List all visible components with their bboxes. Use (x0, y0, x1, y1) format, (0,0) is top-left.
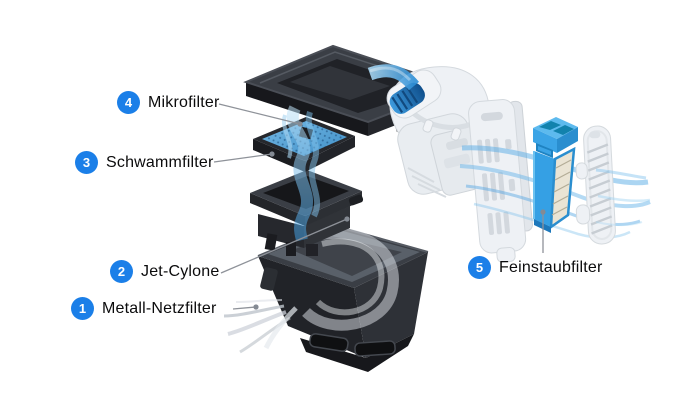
callout-metall-netzfilter: 1 Metall-Netzfilter (71, 297, 217, 320)
exhaust-airflow-front (595, 168, 651, 226)
vertical-airflow (281, 105, 321, 242)
leader-dot-5 (540, 209, 546, 215)
callout-label: Schwammfilter (106, 153, 214, 171)
step-badge-1: 1 (71, 297, 94, 320)
leader-dot-2 (344, 216, 350, 222)
leader-line-4 (218, 103, 301, 125)
filter-bracket-part (468, 99, 533, 263)
leader-line-3 (213, 153, 273, 163)
step-badge-5: 5 (468, 256, 491, 279)
callout-label: Feinstaubfilter (499, 258, 603, 276)
callout-feinstaubfilter: 5 Feinstaubfilter (468, 256, 603, 279)
step-badge-3: 3 (75, 151, 98, 174)
leader-line-1 (232, 306, 257, 310)
callout-schwammfilter: 3 Schwammfilter (75, 151, 214, 174)
leader-dot-4 (297, 121, 303, 127)
fine-dust-filter-part (533, 117, 578, 233)
callout-label: Mikrofilter (148, 93, 220, 111)
callout-label: Metall-Netzfilter (102, 299, 217, 317)
dust-bin-part (257, 223, 429, 372)
callout-label: Jet-Cylone (141, 262, 220, 280)
leader-dot-1 (253, 304, 259, 310)
dust-swirl-airflow (223, 228, 399, 354)
leader-line-2 (220, 218, 348, 274)
leader-dot-3 (269, 151, 275, 157)
callout-jet-cylone: 2 Jet-Cylone (110, 260, 219, 283)
lid-to-motor-airflow (367, 64, 419, 91)
step-badge-4: 4 (117, 91, 140, 114)
callout-mikrofilter: 4 Mikrofilter (117, 91, 220, 114)
step-badge-2: 2 (110, 260, 133, 283)
vent-cover-part (575, 125, 616, 245)
